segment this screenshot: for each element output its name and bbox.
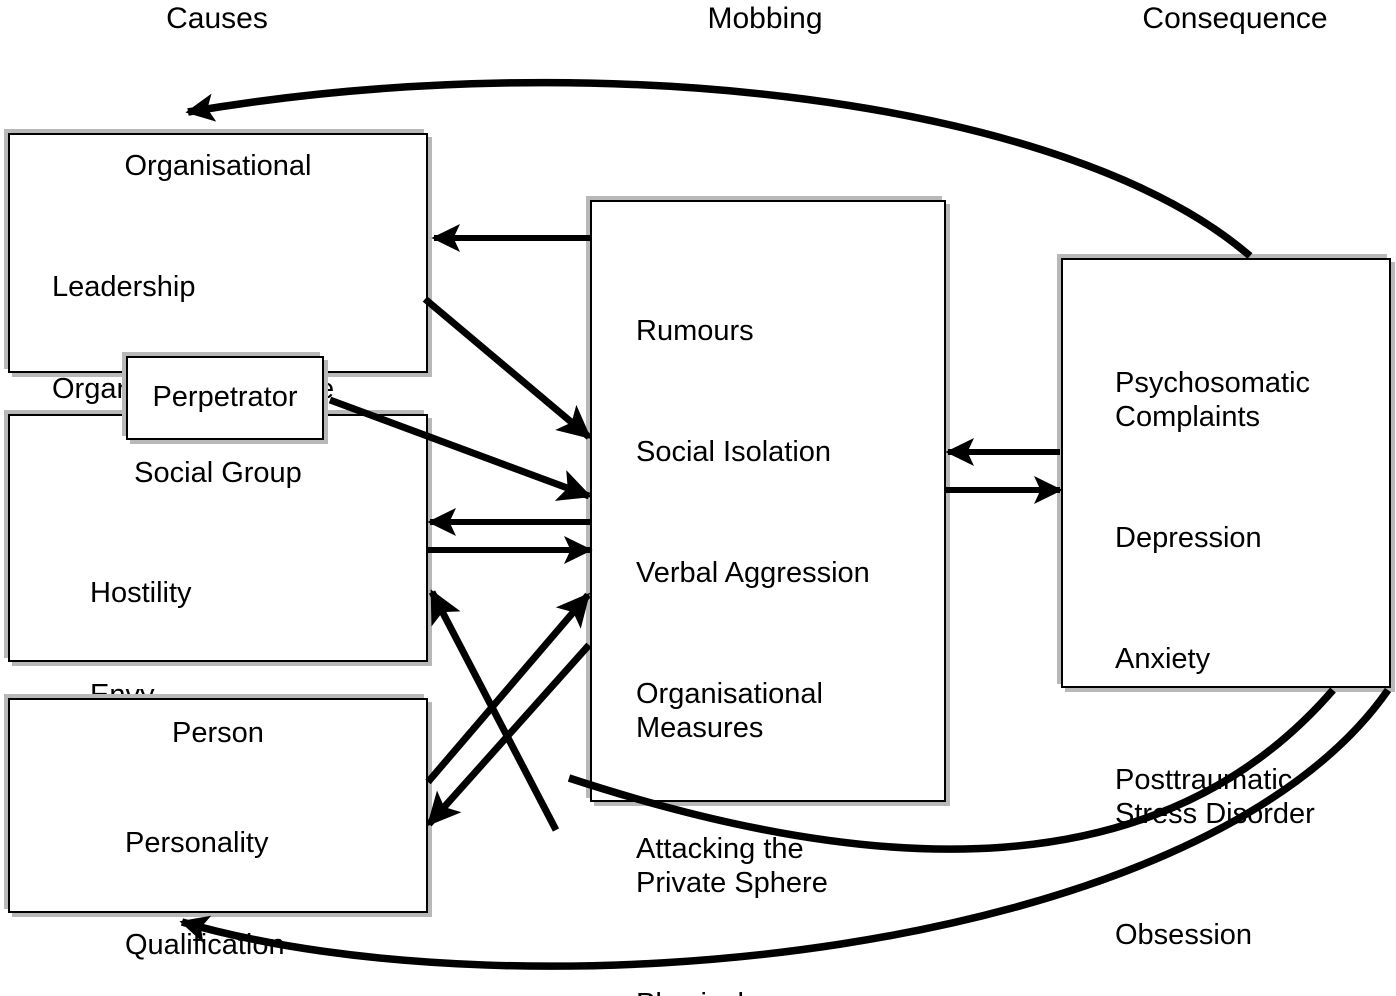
list-item: Social Isolation <box>636 436 832 468</box>
box-mobbing-list: Rumours Social Isolation Verbal Aggressi… <box>636 246 870 996</box>
box-person-list: Personality Qualification Social skills … <box>125 758 285 996</box>
column-header-consequence: Consequence <box>1142 2 1328 35</box>
box-person[interactable]: Person Personality Qualification Social … <box>8 698 428 961</box>
list-item: Organisational Measures <box>636 678 823 744</box>
list-item: Attacking the Private Sphere <box>636 833 828 899</box>
list-item: Depression <box>1115 522 1262 554</box>
list-item: Obsession <box>1115 919 1253 951</box>
list-item: Qualification <box>125 929 285 961</box>
box-organisational-title: Organisational <box>124 150 312 182</box>
box-person-title: Person <box>172 717 264 749</box>
list-item: Personality <box>125 827 269 859</box>
box-mobbing[interactable]: Rumours Social Isolation Verbal Aggressi… <box>590 200 946 996</box>
list-item: Hostility <box>90 577 192 609</box>
list-item: Leadership <box>52 271 196 303</box>
arrow-person-to-mobbing <box>425 592 591 785</box>
box-social-group-title: Social Group <box>134 457 302 489</box>
arrow-mobbing-to-social-group-lower <box>428 589 560 832</box>
box-consequence[interactable]: Psychosomatic Complaints Depression Anxi… <box>1061 258 1391 951</box>
column-header-mobbing: Mobbing <box>707 2 823 35</box>
list-item: Psychosomatic Complaints <box>1115 367 1311 433</box>
list-item: Verbal Aggression <box>636 557 870 589</box>
box-consequence-list: Psychosomatic Complaints Depression Anxi… <box>1115 298 1315 996</box>
list-item: Anxiety <box>1115 643 1211 675</box>
list-item: Posttraumatic Stress Disorder <box>1115 764 1315 830</box>
list-item: Rumours <box>636 315 754 347</box>
list-item: Physical Aggression <box>636 987 870 996</box>
box-social-group[interactable]: Social Group Hostility Envy Group pressu… <box>8 414 428 915</box>
box-perpetrator[interactable]: Perpetrator <box>126 356 324 440</box>
arrow-organisational-to-mobbing <box>422 296 592 440</box>
column-header-causes: Causes <box>166 2 268 35</box>
box-organisational[interactable]: Organisational Leadership Organizational… <box>8 133 428 609</box>
box-perpetrator-title: Perpetrator <box>152 381 298 413</box>
arrow-mobbing-to-person <box>426 642 592 827</box>
